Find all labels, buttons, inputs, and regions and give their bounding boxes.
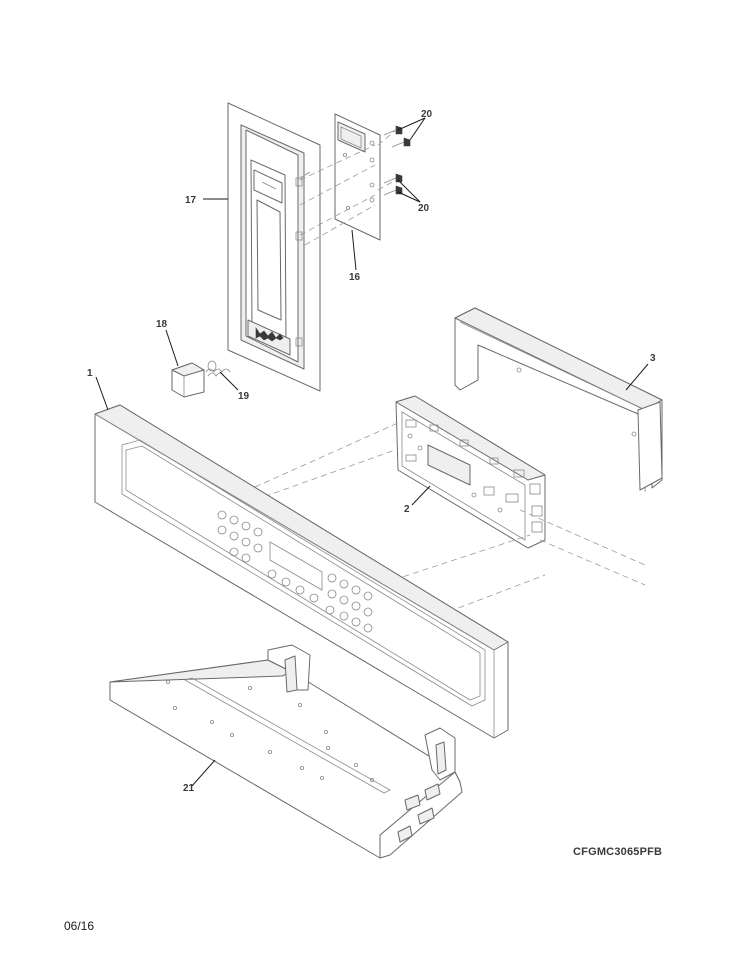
callout-21: 21 [183,783,195,794]
part-1-control-panel [94,404,509,739]
callout-18: 18 [156,319,168,330]
button-group-left [217,510,263,563]
callout-20-lower: 20 [418,203,430,214]
part-3-trim [454,307,663,492]
screw-lower-2 [383,185,403,196]
part-21-tray [109,644,463,859]
part-2-control-board [395,395,546,549]
part-16-board [334,113,381,241]
screw-lower-1 [383,173,403,184]
callout-2: 2 [404,504,410,515]
leader-lines [95,117,649,787]
callout-labels: 1 2 3 16 17 18 19 20 20 21 [87,109,656,794]
assembly-lines-lower [254,421,646,616]
revision-date: 06/16 [64,919,95,933]
button-row-display [267,569,319,603]
callout-16: 16 [349,272,361,283]
part-17-detail-frame [227,102,321,392]
assembly-lines-upper [299,129,397,246]
screw-upper-2 [391,137,411,148]
part-18-button [171,362,205,398]
callout-3: 3 [650,353,656,364]
callout-20-upper: 20 [421,109,433,120]
part-19-spring [205,360,231,377]
callout-19: 19 [238,391,250,402]
callout-1: 1 [87,368,93,379]
model-code: CFGMC3065PFB [573,846,663,858]
callout-17: 17 [185,195,197,206]
part-20-screws [383,125,411,196]
screw-upper-1 [383,125,403,136]
button-group-right [325,573,373,633]
